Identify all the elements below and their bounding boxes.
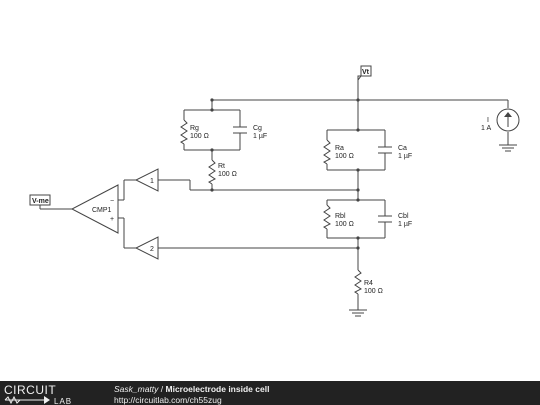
net-label-vme[interactable]: V-me	[29, 194, 51, 206]
i-value: 1 A	[481, 125, 491, 132]
ground-icon	[499, 144, 517, 152]
footer-bar: CIRCUIT LAB Sask_matty / Microelectrode …	[0, 381, 540, 405]
logo-bottom-text: LAB	[54, 397, 72, 405]
cmp1-name: CMP1	[92, 207, 112, 214]
rg-value: 100 Ω	[190, 133, 209, 140]
ra-value: 100 Ω	[335, 153, 354, 160]
rt-value: 100 Ω	[218, 171, 237, 178]
r4-value: 100 Ω	[364, 288, 383, 295]
cbl-name: Cbl	[398, 213, 409, 220]
i-name: I	[487, 117, 489, 124]
resistor-ra[interactable]: Ra 100 Ω	[323, 139, 354, 165]
ca-name: Ca	[398, 145, 407, 152]
cg-value: 1 µF	[253, 133, 267, 140]
rg-name: Rg	[190, 125, 199, 132]
buffer-2-label: 2	[150, 246, 154, 253]
resistor-rbl[interactable]: Rbl 100 Ω	[323, 204, 354, 230]
logo-top-text: CIRCUIT	[4, 383, 56, 397]
ground-icon	[349, 309, 367, 317]
current-source-i[interactable]: I 1 A	[481, 108, 520, 132]
capacitor-cg[interactable]: Cg 1 µF	[233, 125, 267, 140]
r4-name: R4	[364, 280, 373, 287]
rbl-name: Rbl	[335, 213, 346, 220]
capacitor-ca[interactable]: Ca 1 µF	[378, 145, 412, 160]
cmp1-minus: −	[110, 198, 114, 205]
cg-name: Cg	[253, 125, 262, 132]
net-label-vt[interactable]: Vt	[357, 65, 372, 82]
author-link[interactable]: Sask_matty	[114, 384, 159, 394]
cbl-value: 1 µF	[398, 221, 412, 228]
resistor-rg[interactable]: Rg 100 Ω	[180, 119, 209, 145]
circuitlab-logo: CIRCUIT LAB	[4, 383, 72, 405]
buffer-1-label: 1	[150, 178, 154, 185]
capacitor-cbl[interactable]: Cbl 1 µF	[378, 213, 412, 228]
circuit-url[interactable]: http://circuitlab.com/ch55zug	[114, 395, 222, 405]
circuit-name[interactable]: Microelectrode inside cell	[165, 384, 270, 394]
comparator-cmp1[interactable]: CMP1 − +	[70, 184, 119, 234]
arrow-up-icon	[504, 112, 512, 117]
ca-value: 1 µF	[398, 153, 412, 160]
buffer-2[interactable]: 2	[134, 236, 159, 260]
ra-name: Ra	[335, 145, 344, 152]
resistor-rt[interactable]: Rt 100 Ω	[208, 159, 237, 185]
title-separator: /	[158, 384, 166, 394]
circuit-title-line: Sask_matty / Microelectrode inside cell	[114, 384, 269, 394]
net-label-vme-text: V-me	[32, 198, 49, 205]
rbl-value: 100 Ω	[335, 221, 354, 228]
junctions	[210, 98, 360, 250]
rt-name: Rt	[218, 163, 225, 170]
buffer-1[interactable]: 1	[134, 168, 159, 192]
net-label-vt-text: Vt	[362, 69, 370, 76]
cmp1-plus: +	[110, 216, 114, 223]
resistor-r4[interactable]: R4 100 Ω	[354, 269, 383, 295]
